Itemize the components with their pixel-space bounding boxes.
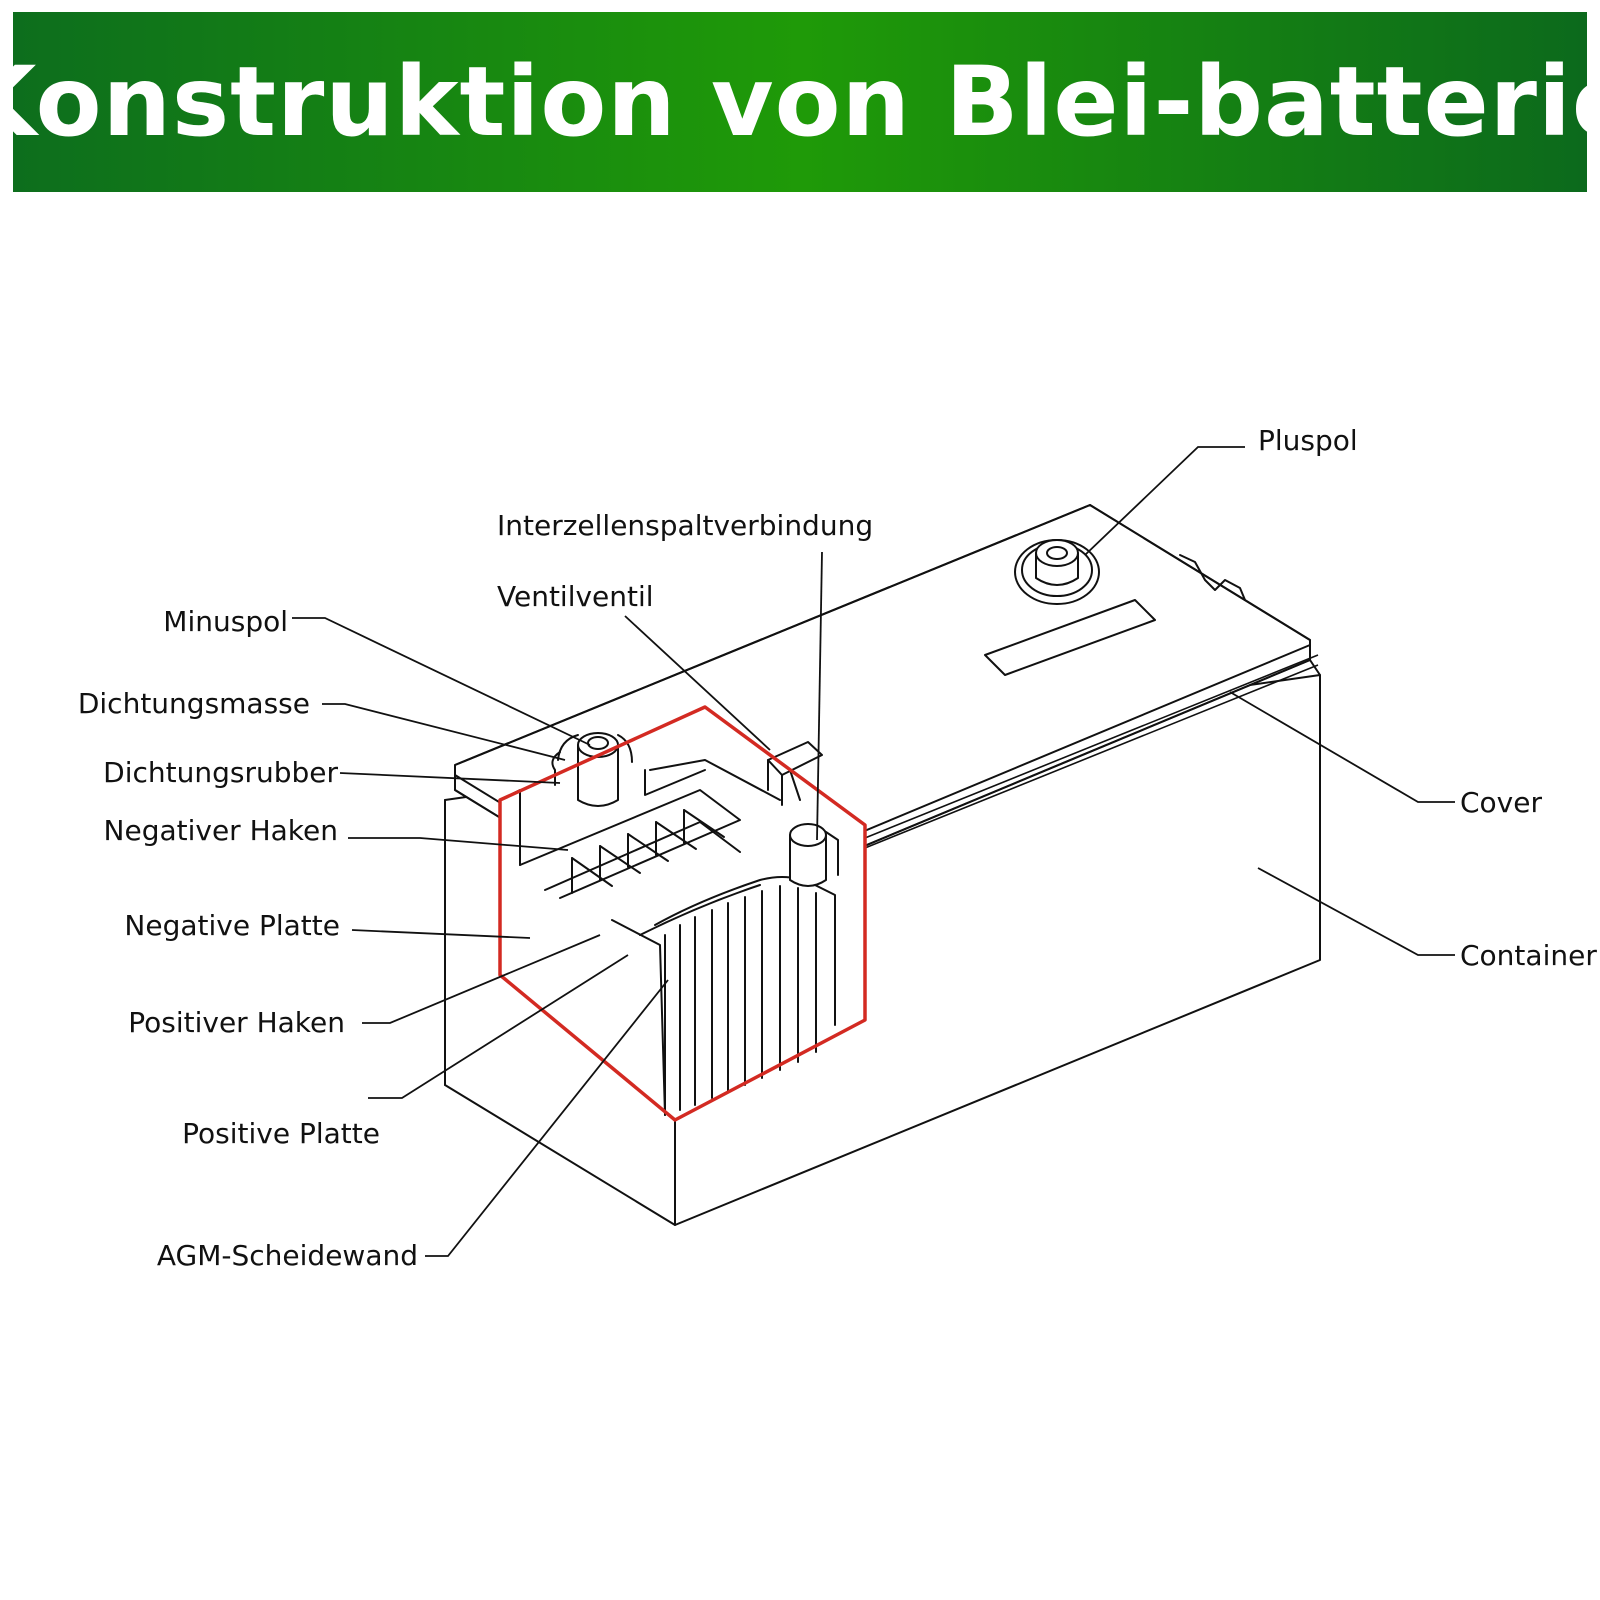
positive-terminal — [1014, 539, 1100, 605]
labels: Pluspol Interzellenspaltverbindung Venti… — [78, 424, 1597, 1272]
label-positive-platte: Positive Platte — [182, 1117, 380, 1150]
label-ventilventil: Ventilventil — [497, 580, 654, 613]
label-interzellenspaltverbindung: Interzellenspaltverbindung — [497, 509, 873, 542]
label-container: Container — [1460, 939, 1597, 972]
label-dichtungsrubber: Dichtungsrubber — [103, 756, 338, 789]
leader-lines — [292, 446, 1455, 1257]
cutaway-interior — [498, 705, 867, 1122]
label-agm-scheidewand: AGM-Scheidewand — [157, 1239, 418, 1272]
label-positiver-haken: Positiver Haken — [128, 1006, 345, 1039]
label-cover: Cover — [1460, 786, 1542, 819]
label-negativer-haken: Negativer Haken — [104, 814, 338, 847]
label-pluspol: Pluspol — [1258, 424, 1358, 457]
title-banner: Konstruktion von Blei-batterie — [0, 12, 1600, 192]
label-negative-platte: Negative Platte — [124, 909, 340, 942]
page-title: Konstruktion von Blei-batterie — [0, 46, 1600, 158]
label-dichtungsmasse: Dichtungsmasse — [78, 687, 310, 720]
label-minuspol: Minuspol — [163, 605, 288, 638]
